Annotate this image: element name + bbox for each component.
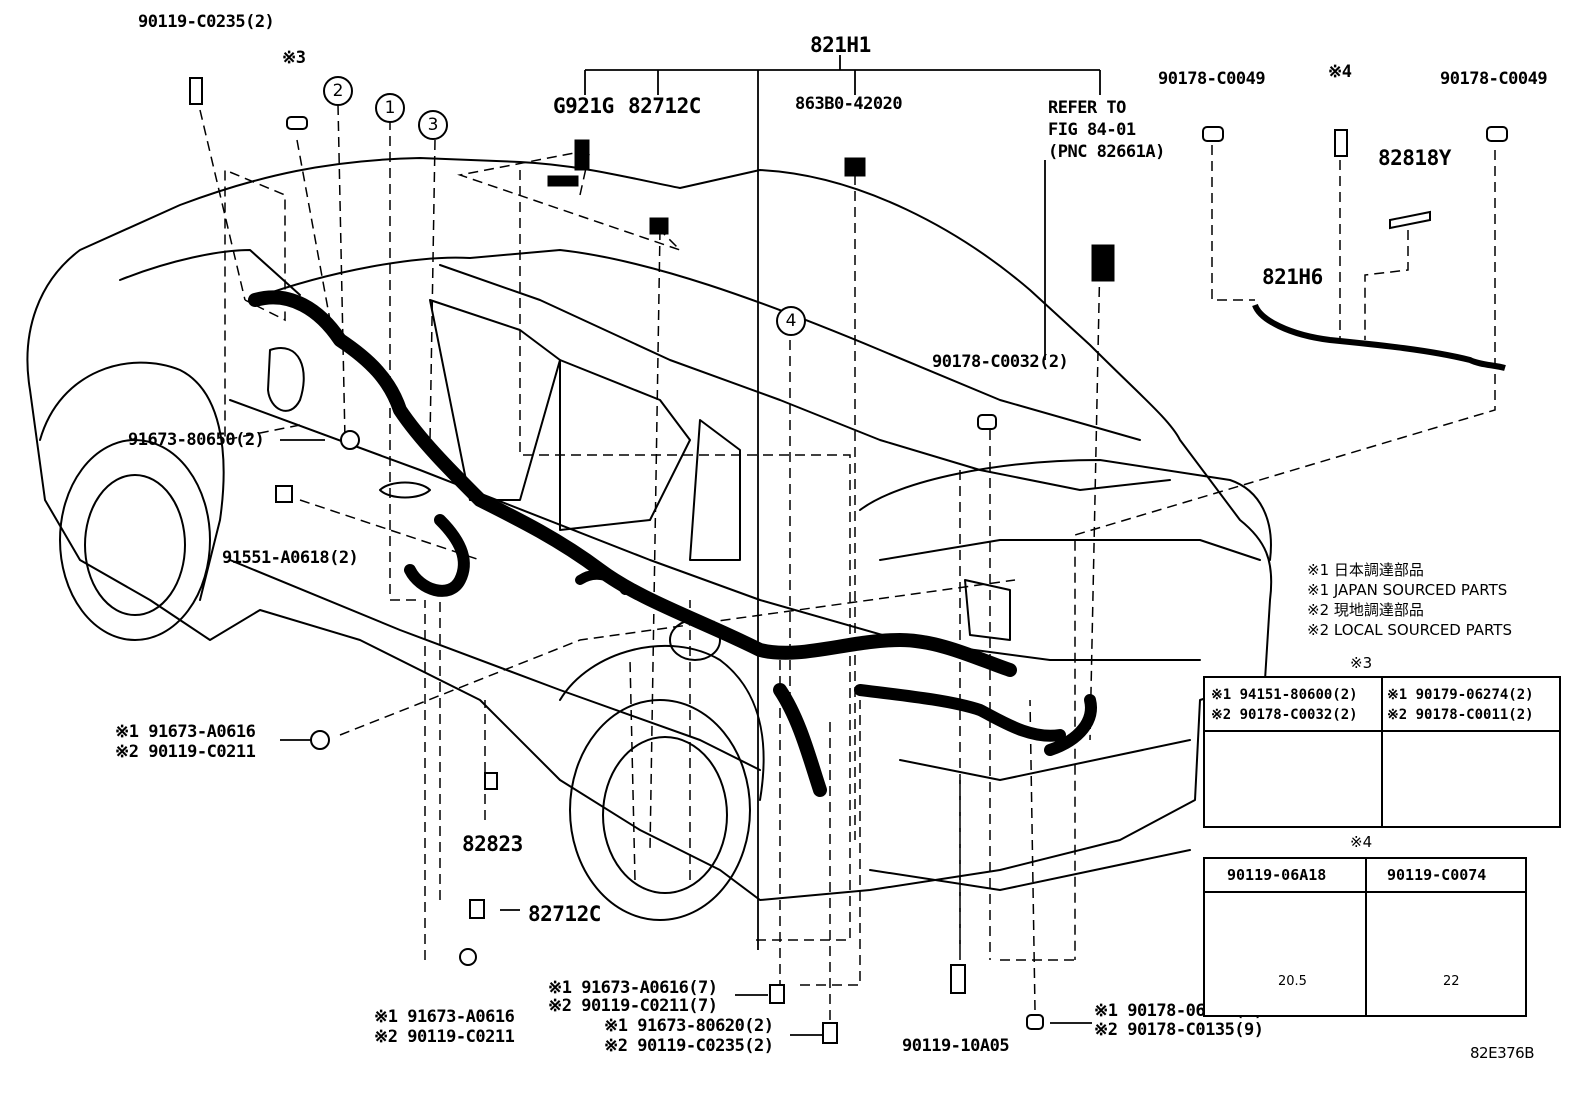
label-bc-2: ※2 90119-C0211(7) xyxy=(548,996,718,1016)
label-br-2: ※2 90178-C0135(9) xyxy=(1094,1020,1264,1040)
callout-1: 1 xyxy=(375,93,405,123)
label-90178-c0049-right: 90178-C0049 xyxy=(1440,69,1548,89)
label-821h1: 821H1 xyxy=(810,33,871,57)
table4-col2-header: 90119-C0074 xyxy=(1387,866,1487,884)
label-refer-pnc: (PNC 82661A) xyxy=(1048,142,1165,162)
legend-japan-en: ※1 JAPAN SOURCED PARTS xyxy=(1307,581,1508,599)
label-863b0: 863B0-42020 xyxy=(795,94,903,114)
label-front-bolt-2: ※2 90119-C0211 xyxy=(115,742,256,762)
label-bc-3: ※1 91673-80620(2) xyxy=(604,1016,774,1036)
table4-col2-dim: 22 xyxy=(1443,974,1460,989)
label-bottom-left-1: ※1 91673-A0616 xyxy=(374,1007,515,1027)
label-82712c-top: 82712C xyxy=(628,94,701,118)
label-82712c-bottom: 82712C xyxy=(528,902,601,926)
table3-right-2: ※2 90178-C0011(2) xyxy=(1387,707,1534,723)
label-refer-fig: FIG 84-01 xyxy=(1048,120,1136,140)
callout-4: 4 xyxy=(776,306,806,336)
table4-col1-dim: 20.5 xyxy=(1278,974,1307,989)
label-82823: 82823 xyxy=(462,832,523,856)
table4: 90119-06A18 90119-C0074 20.5 22 xyxy=(1203,857,1527,1017)
callout-3: 3 xyxy=(418,110,448,140)
table4-col1-header: 90119-06A18 xyxy=(1227,866,1327,884)
label-90119-c0235-top: 90119-C0235(2) xyxy=(138,12,275,32)
label-front-bolt-1: ※1 91673-A0616 xyxy=(115,722,256,742)
legend-local-jp: ※2 現地調達部品 xyxy=(1307,601,1424,619)
label-90178-c0049-left: 90178-C0049 xyxy=(1158,69,1266,89)
label-note4-small: ※4 xyxy=(1328,62,1352,82)
table3-right-1: ※1 90179-06274(2) xyxy=(1387,687,1534,703)
legend-japan-jp: ※1 日本調達部品 xyxy=(1307,561,1424,579)
label-91673-80650: 91673-80650(2) xyxy=(128,430,265,450)
label-82818y: 82818Y xyxy=(1378,146,1451,170)
label-821h6: 821H6 xyxy=(1262,265,1323,289)
label-note3-small: ※3 xyxy=(282,48,306,68)
figure-code: 82E376B xyxy=(1470,1044,1535,1062)
table4-title: ※4 xyxy=(1350,833,1373,851)
legend-local-en: ※2 LOCAL SOURCED PARTS xyxy=(1307,621,1512,639)
label-91551-a0618: 91551-A0618(2) xyxy=(222,548,359,568)
label-refer-to: REFER TO xyxy=(1048,98,1126,118)
callout-2: 2 xyxy=(323,76,353,106)
table3: ※1 94151-80600(2) ※2 90178-C0032(2) ※1 9… xyxy=(1203,676,1561,828)
table3-title: ※3 xyxy=(1350,654,1373,672)
label-90178-c0032: 90178-C0032(2) xyxy=(932,352,1069,372)
label-bc-1: ※1 91673-A0616(7) xyxy=(548,978,718,998)
label-bottom-left-2: ※2 90119-C0211 xyxy=(374,1027,515,1047)
label-bc-4: ※2 90119-C0235(2) xyxy=(604,1036,774,1056)
table3-left-1: ※1 94151-80600(2) xyxy=(1211,687,1358,703)
label-g921g: G921G xyxy=(553,94,614,118)
table3-left-2: ※2 90178-C0032(2) xyxy=(1211,707,1358,723)
label-90119-10a05: 90119-10A05 xyxy=(902,1036,1010,1056)
